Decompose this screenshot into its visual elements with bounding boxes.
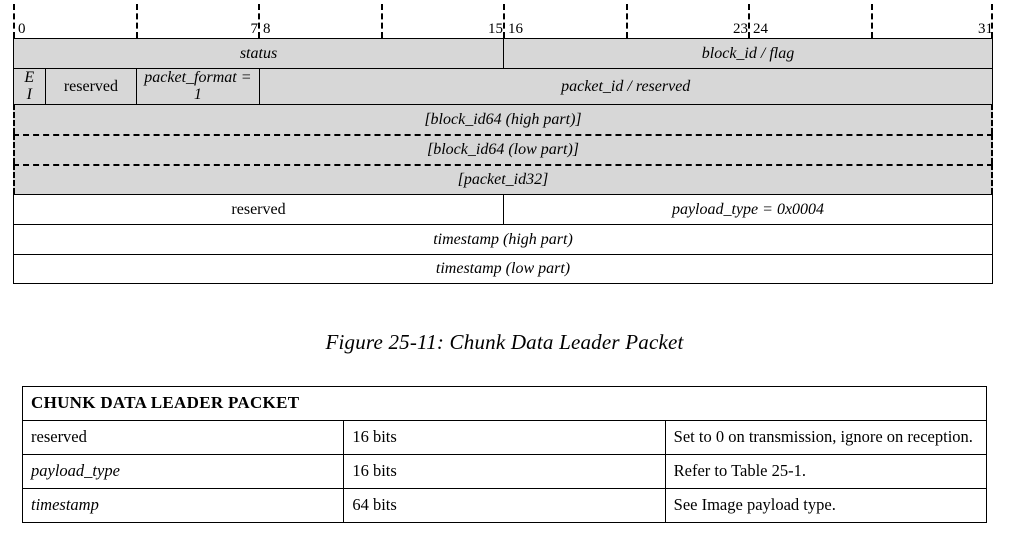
packet-field-packet-id-reserved: packet_id / reserved [258, 69, 993, 104]
ruler-tick-bit-8 [258, 4, 260, 38]
cell-text: status [239, 44, 278, 62]
ruler-label-7: 7 [250, 21, 259, 37]
ruler-label-24: 24 [753, 21, 768, 37]
ruler-label-0: 0 [18, 21, 26, 37]
packet-field-block-id64-high-part: [block_id64 (high part)] [15, 105, 991, 134]
ruler-tick-bit-32 [991, 4, 993, 38]
cell-line-1: E [24, 69, 35, 87]
cell-text: reserved [231, 200, 286, 218]
spec-table-title: CHUNK DATA LEADER PACKET [22, 386, 987, 421]
packet-field-reserved: reserved [14, 195, 503, 224]
packet-row-4: [block_id64 (low part)] [13, 134, 993, 164]
spec-field-name: reserved [21, 420, 345, 455]
packet-field-status: status [14, 39, 503, 68]
spec-field-name: payload_type [21, 454, 345, 489]
spec-field-description: Refer to Table 25-1. [664, 454, 988, 489]
ruler-tick-bit-24 [748, 4, 750, 38]
cell-text: [block_id64 (high part)] [424, 110, 582, 128]
packet-field-block-id64-low-part: [block_id64 (low part)] [15, 136, 991, 164]
cell-text: packet_id / reserved [561, 77, 691, 95]
cell-text: [block_id64 (low part)] [427, 141, 579, 159]
ruler-tick-bit-12 [380, 4, 383, 38]
ruler-tick-bit-4 [135, 4, 138, 38]
packet-field-payload-type-0x0004: payload_type = 0x0004 [503, 195, 992, 224]
packet-field-timestamp-high-part: timestamp (high part) [14, 225, 992, 254]
cell-text: timestamp (high part) [433, 230, 573, 248]
spec-field-name: timestamp [21, 488, 345, 523]
ruler-tick-bit-16 [503, 4, 505, 38]
ruler-label-31: 31 [978, 21, 993, 37]
packet-row-3: [block_id64 (high part)] [13, 104, 993, 134]
packet-field-timestamp-low-part: timestamp (low part) [14, 255, 992, 283]
cell-text: timestamp (low part) [435, 260, 571, 278]
ruler-label-15: 15 [488, 21, 503, 37]
ruler-label-16: 16 [508, 21, 523, 37]
ruler-label-23: 23 [733, 21, 748, 37]
spec-field-description: See Image payload type. [664, 488, 988, 523]
cell-text: block_id / flag [701, 44, 795, 62]
cell-text: [packet_id32] [457, 171, 549, 189]
cell-line-2: 1 [193, 85, 202, 103]
packet-field-block-id-flag: block_id / flag [503, 39, 992, 68]
spec-field-size: 64 bits [343, 488, 666, 523]
spec-field-size: 16 bits [343, 454, 666, 489]
packet-row-6: reserved payload_type = 0x0004 [13, 194, 993, 224]
ruler-tick-bit-28 [870, 4, 873, 38]
ruler-tick-bit-0 [13, 4, 15, 38]
cell-line-2: I [26, 85, 32, 103]
spec-table-header-row: CHUNK DATA LEADER PACKET [22, 386, 987, 421]
spec-field-description: Set to 0 on transmission, ignore on rece… [664, 420, 988, 455]
ruler-label-8: 8 [263, 21, 271, 37]
packet-row-7: timestamp (high part) [13, 224, 993, 254]
packet-row-1: status block_id / flag [13, 38, 993, 68]
cell-text: reserved [63, 77, 118, 95]
packet-row-8: timestamp (low part) [13, 254, 993, 284]
ruler-tick-bit-20 [625, 4, 628, 38]
packet-field-reserved: reserved [44, 69, 137, 104]
spec-field-size: 16 bits [343, 420, 666, 455]
packet-row-5: [packet_id32] [13, 164, 993, 194]
figure-caption: Figure 25-11: Chunk Data Leader Packet [325, 330, 684, 354]
cell-text: payload_type = 0x0004 [671, 200, 825, 218]
packet-field-packet-format-1: packet_format =1 [136, 69, 258, 104]
packet-field-packet-id32: [packet_id32] [15, 166, 991, 194]
cell-line-1: packet_format = [144, 69, 252, 87]
